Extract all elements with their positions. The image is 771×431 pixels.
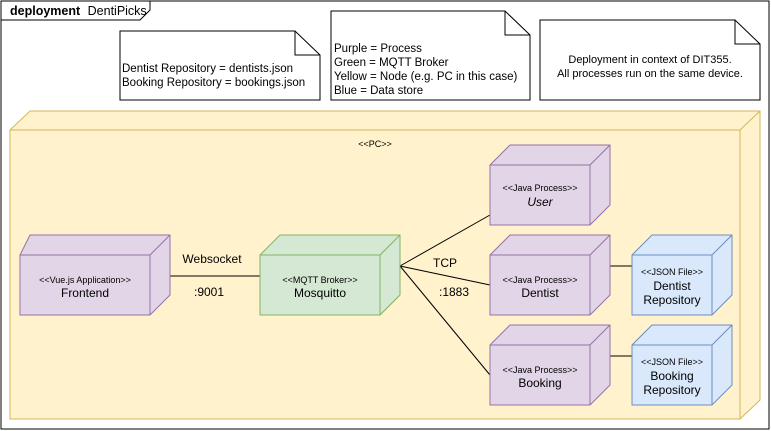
node-name: User [527, 195, 553, 209]
note-line: Dentist Repository = dentists.json [122, 63, 293, 75]
note-line: Deployment in context of DIT355. [568, 54, 731, 66]
node-name: Dentist [521, 286, 559, 300]
tcp-dentist-connection [399, 265, 491, 286]
frame-name: DentiPicks [88, 4, 147, 18]
booking-repository-node[interactable]: <<JSON File>> Booking Repository [631, 324, 733, 406]
booking-process-node[interactable]: <<Java Process>> Booking [489, 324, 611, 406]
node-name: Frontend [61, 286, 109, 300]
tcp-booking-connection [399, 265, 491, 376]
mosquitto-node[interactable]: <<MQTT Broker>> Mosquitto [259, 234, 401, 316]
tcp-port: :1883 [439, 285, 469, 299]
node-stereotype: <<Vue.js Application>> [39, 275, 131, 285]
node-name-line: Booking [650, 369, 693, 383]
pc-stereotype: <<PC>> [358, 139, 392, 149]
node-name-line: Repository [643, 383, 700, 397]
note-legend: Purple = Process Green = MQTT Broker Yel… [330, 10, 531, 101]
websocket-port: :9001 [194, 285, 224, 299]
user-process-node[interactable]: <<Java Process>> User [489, 144, 611, 226]
tcp-user-connection [399, 214, 491, 267]
dentist-repository-node[interactable]: <<JSON File>> Dentist Repository [631, 234, 733, 316]
legend-node: Yellow = Node (e.g. PC in this case) [334, 71, 518, 83]
node-name: Booking [518, 376, 561, 390]
legend-store: Blue = Data store [334, 85, 423, 97]
tcp-label: TCP [433, 256, 457, 270]
node-stereotype: <<Java Process>> [502, 275, 577, 285]
dentist-process-node[interactable]: <<Java Process>> Dentist [489, 234, 611, 316]
node-name: Mosquitto [294, 286, 346, 300]
node-name-line: Dentist [653, 279, 691, 293]
websocket-label: Websocket [182, 252, 242, 266]
note-line: All processes run on the same device. [557, 68, 743, 80]
node-stereotype: <<MQTT Broker>> [282, 275, 357, 285]
legend-broker: Green = MQTT Broker [334, 57, 449, 69]
note-repositories: Dentist Repository = dentists.json Booki… [119, 30, 321, 101]
frame-keyword: deployment [10, 4, 81, 18]
legend-process: Purple = Process [334, 43, 422, 55]
frontend-node[interactable]: <<Vue.js Application>> Frontend [19, 234, 171, 316]
node-stereotype: <<JSON File>> [641, 357, 703, 367]
note-line: Booking Repository = bookings.json [122, 77, 305, 89]
node-stereotype: <<Java Process>> [502, 183, 577, 193]
svg-text:deployment DentiPicks: deployment DentiPicks [10, 4, 147, 18]
node-name-line: Repository [643, 293, 700, 307]
node-stereotype: <<JSON File>> [641, 267, 703, 277]
note-context: Deployment in context of DIT355. All pro… [539, 19, 761, 101]
node-stereotype: <<Java Process>> [502, 365, 577, 375]
